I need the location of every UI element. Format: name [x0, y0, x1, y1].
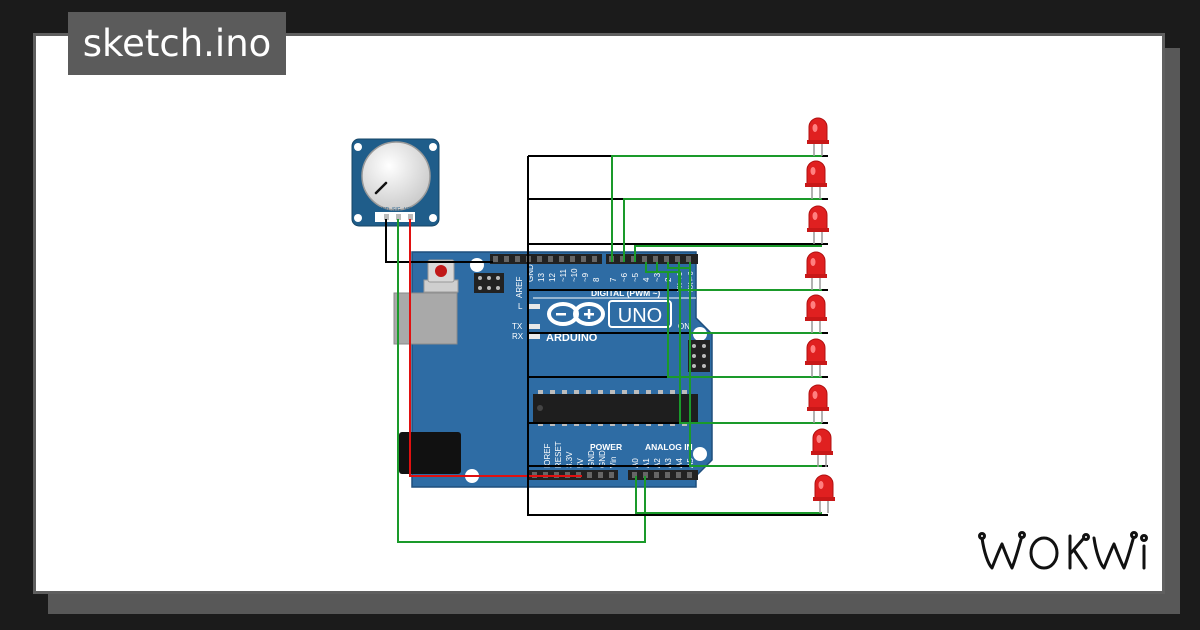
wire-led-7	[678, 262, 822, 291]
power-header-label: POWER	[590, 442, 622, 452]
analog-pin-label: A2	[653, 458, 662, 468]
digital-pin-label: RX←0	[688, 271, 695, 292]
pot-pin-sig-label: SIG	[392, 207, 401, 213]
power-pin-label: 3.3V	[565, 451, 574, 468]
digital-header	[490, 254, 698, 264]
wire-led-8	[689, 262, 822, 334]
aref-label: AREF	[515, 277, 524, 298]
power-pin-label: IOREF	[543, 443, 552, 468]
power-pin-label: 5V	[576, 458, 585, 468]
wire-ground-bus	[527, 262, 828, 516]
red-led[interactable]	[807, 117, 829, 156]
pot-pin-vcc-label: VCC	[404, 207, 415, 213]
led-column	[805, 117, 835, 513]
arduino-uno-board[interactable]: UNO ARDUINO DIGITAL (PWM ~) AREF GND 13 …	[393, 251, 713, 488]
rx-label: RX	[512, 332, 524, 341]
gnd-top-label: GND	[526, 264, 535, 282]
potentiometer-knob-icon[interactable]	[361, 141, 431, 211]
wire-led-2	[623, 198, 822, 262]
wire-pot-gnd	[385, 219, 493, 263]
board-model-label: UNO	[618, 305, 662, 327]
digital-pin-label: ~9	[581, 272, 590, 282]
digital-pin-label: 4	[642, 277, 651, 282]
red-led[interactable]	[813, 474, 835, 513]
power-pin-label: GND	[598, 450, 607, 468]
file-name-tab[interactable]: sketch.ino	[68, 12, 286, 75]
analog-pin-label: A3	[664, 458, 673, 468]
power-pin-label: GND	[587, 450, 596, 468]
potentiometer[interactable]: GND SIG VCC	[351, 138, 440, 227]
pot-pin-gnd-label: GND	[378, 207, 390, 213]
wire-led-3	[634, 245, 822, 262]
red-led[interactable]	[805, 251, 827, 290]
power-jack	[399, 432, 461, 474]
wokwi-logo	[978, 531, 1148, 570]
wires	[385, 155, 828, 543]
analog-pin-label: A0	[631, 458, 640, 468]
power-pin-label: RESET	[554, 441, 563, 468]
red-led[interactable]	[805, 338, 827, 377]
digital-header-label: DIGITAL (PWM ~)	[591, 288, 661, 298]
digital-pin-label: ~11	[559, 268, 568, 282]
red-led[interactable]	[807, 205, 829, 244]
tx-label: TX	[512, 322, 523, 331]
wire-pot-vcc	[409, 219, 582, 477]
wire-led-9	[635, 476, 822, 514]
red-led[interactable]	[807, 384, 829, 423]
red-led[interactable]	[805, 160, 827, 199]
digital-pin-label: ~3	[653, 272, 662, 282]
board-brand-label: ARDUINO	[546, 332, 598, 344]
analog-header-label: ANALOG IN	[645, 442, 693, 452]
wire-led-1	[611, 155, 822, 262]
wire-pot-signal	[397, 219, 646, 543]
digital-pin-label: ~6	[620, 272, 629, 282]
on-label: ON	[678, 322, 690, 331]
arduino-infinity-icon	[547, 302, 605, 326]
atmega-chip	[533, 390, 698, 426]
analog-pin-label: A1	[642, 458, 651, 468]
red-led[interactable]	[805, 294, 827, 333]
power-pin-label: Vin	[609, 457, 618, 468]
led-l-label: L	[518, 302, 523, 311]
red-led[interactable]	[811, 428, 833, 467]
digital-pin-label: 7	[609, 277, 618, 282]
analog-pin-label: A4	[675, 458, 684, 468]
digital-pin-label: ~10	[570, 268, 579, 282]
usb-port	[393, 292, 458, 345]
digital-pin-label: 8	[592, 277, 601, 282]
digital-pin-label: 12	[548, 273, 557, 282]
digital-pin-label: ~5	[631, 272, 640, 282]
icsp-header	[474, 273, 710, 372]
digital-pin-label: 13	[537, 273, 546, 282]
